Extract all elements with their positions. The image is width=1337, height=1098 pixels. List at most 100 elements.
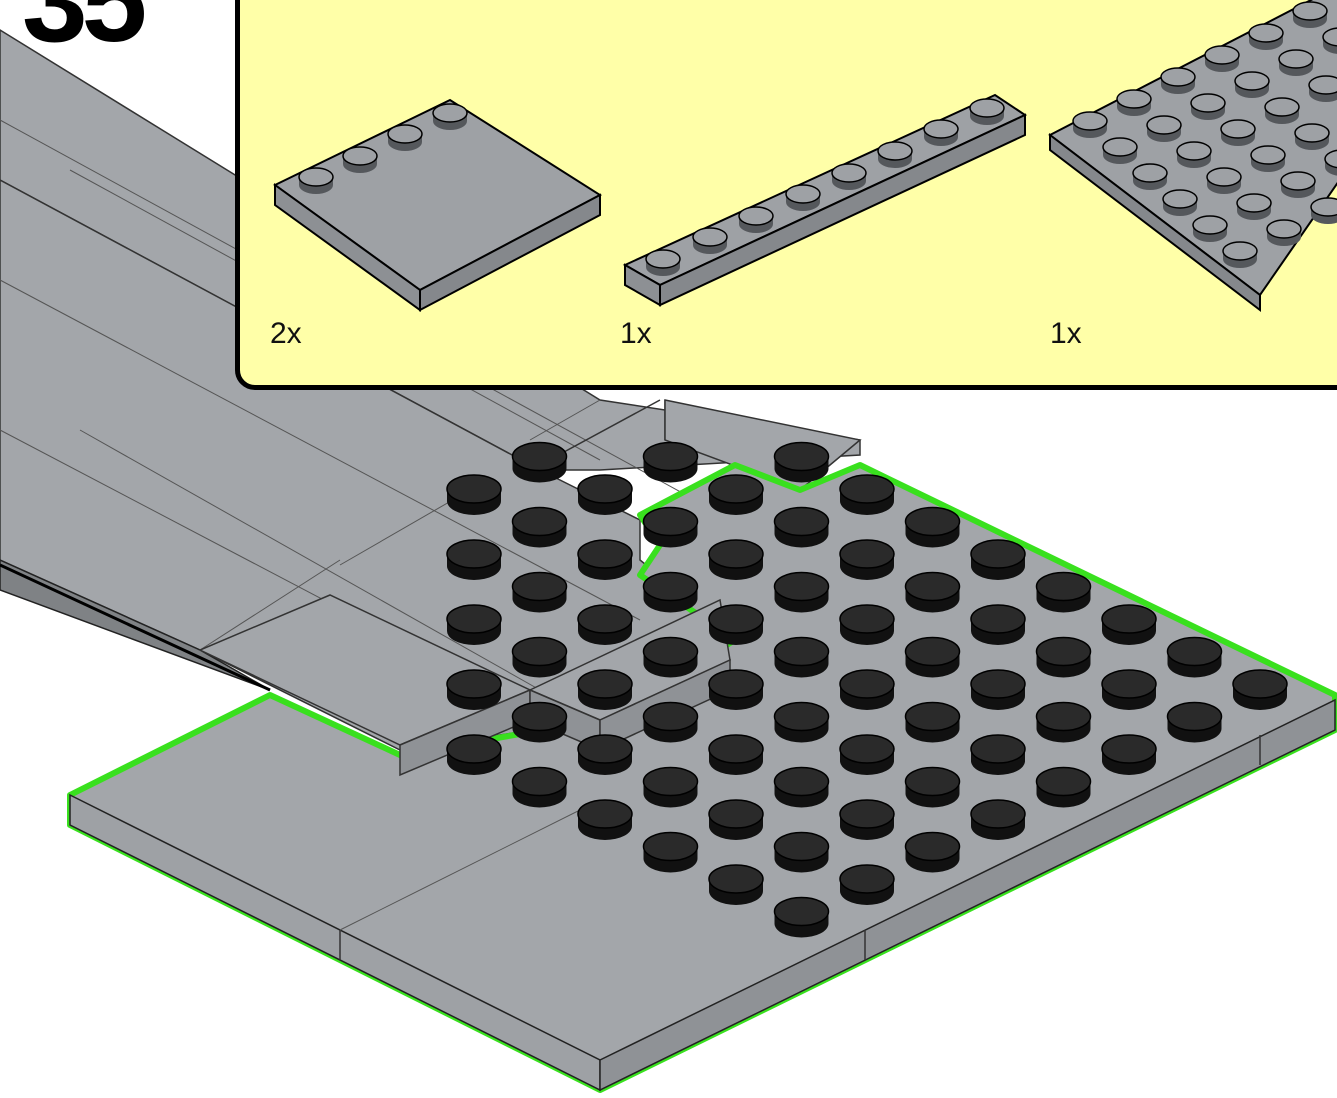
stud [1223, 242, 1257, 268]
stud [906, 768, 960, 808]
stud [1168, 703, 1222, 743]
stud [971, 800, 1025, 840]
stud [1193, 216, 1227, 242]
stud [578, 735, 632, 775]
stud [513, 768, 567, 808]
stud [578, 670, 632, 710]
stud [644, 573, 698, 613]
stud [1251, 146, 1285, 172]
stud [644, 768, 698, 808]
stud [513, 508, 567, 548]
stud [1037, 573, 1091, 613]
part-plate-6x8-icon [1050, 0, 1337, 310]
part-quantity: 2x [270, 317, 302, 351]
stud [447, 540, 501, 580]
part-quantity: 1x [620, 317, 652, 351]
stud [644, 508, 698, 548]
stud [1037, 703, 1091, 743]
stud [775, 703, 829, 743]
stud [709, 605, 763, 645]
stud [1147, 116, 1181, 142]
stud [1117, 90, 1151, 116]
parts-illustrations [240, 0, 1337, 390]
stud [775, 768, 829, 808]
stud [1102, 670, 1156, 710]
stud [1163, 190, 1197, 216]
stud [1249, 24, 1283, 50]
stud [1037, 638, 1091, 678]
stud [1233, 670, 1287, 710]
stud [709, 540, 763, 580]
stud [578, 475, 632, 515]
stud [1102, 735, 1156, 775]
stud [447, 605, 501, 645]
stud [1311, 198, 1337, 224]
stud [578, 540, 632, 580]
stud [709, 670, 763, 710]
stud [840, 670, 894, 710]
stud [1133, 164, 1167, 190]
stud [775, 638, 829, 678]
stud [513, 638, 567, 678]
stud [840, 735, 894, 775]
stud [1235, 72, 1269, 98]
stud [906, 638, 960, 678]
stud [840, 800, 894, 840]
stud [906, 833, 960, 873]
stud [906, 508, 960, 548]
stud [1102, 605, 1156, 645]
stud [644, 833, 698, 873]
stud [1191, 94, 1225, 120]
stud [1293, 2, 1327, 28]
step-number: 35 [22, 0, 141, 60]
stud [709, 865, 763, 905]
stud [1265, 98, 1299, 124]
stud [840, 605, 894, 645]
stud [1309, 76, 1337, 102]
stud [1207, 168, 1241, 194]
stud [775, 508, 829, 548]
stud [447, 475, 501, 515]
stud [971, 670, 1025, 710]
stud [775, 573, 829, 613]
stud [1205, 46, 1239, 72]
stud [578, 605, 632, 645]
stud [1103, 138, 1137, 164]
stud [1267, 220, 1301, 246]
stud [447, 670, 501, 710]
stud [775, 833, 829, 873]
stud [709, 735, 763, 775]
stud [644, 638, 698, 678]
stud [971, 735, 1025, 775]
stud [578, 800, 632, 840]
stud [513, 443, 567, 483]
stud [1237, 194, 1271, 220]
stud [840, 865, 894, 905]
stud [1073, 112, 1107, 138]
stud [906, 573, 960, 613]
stud [1279, 50, 1313, 76]
stud [644, 703, 698, 743]
part-plate-1x8-icon [625, 95, 1025, 305]
parts-list-callout: 2x 1x 1x [235, 0, 1337, 390]
stud [513, 703, 567, 743]
stud [840, 540, 894, 580]
stud [447, 735, 501, 775]
stud [971, 605, 1025, 645]
stud [1161, 68, 1195, 94]
stud [775, 443, 829, 483]
stud [1168, 638, 1222, 678]
stud [513, 573, 567, 613]
stud [775, 898, 829, 938]
stud [709, 800, 763, 840]
stud [644, 443, 698, 483]
stud [971, 540, 1025, 580]
part-quantity: 1x [1050, 317, 1082, 351]
stud [1295, 124, 1329, 150]
stud [840, 475, 894, 515]
stud [1177, 142, 1211, 168]
stud [1281, 172, 1315, 198]
part-tile-2x2-studs-icon [275, 100, 600, 310]
stud [1221, 120, 1255, 146]
stud [906, 703, 960, 743]
